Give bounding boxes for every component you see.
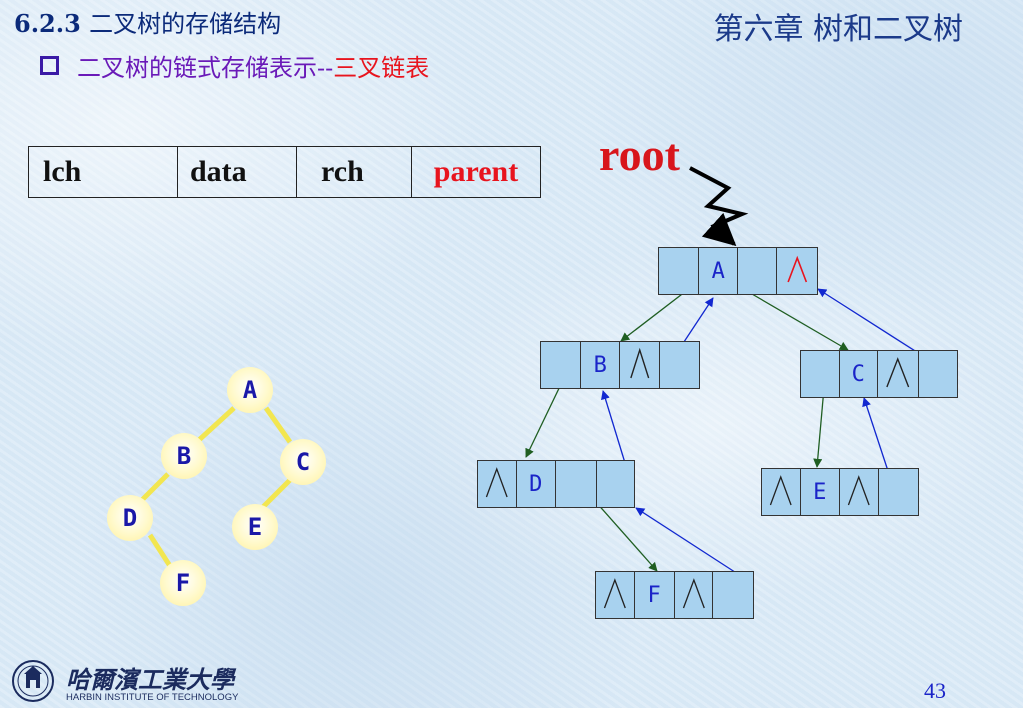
node-d-lch-null <box>478 461 517 507</box>
node-c-lch <box>801 351 840 397</box>
node-b-parent <box>660 342 699 388</box>
linked-node-b: B <box>540 341 700 389</box>
null-symbol-icon <box>847 475 870 506</box>
null-symbol-icon <box>603 578 626 609</box>
field-data: data <box>177 146 297 198</box>
null-symbol-icon <box>786 255 807 283</box>
tree-node-b: B <box>161 433 207 479</box>
tree-edge-d-f <box>147 533 173 568</box>
field-rch: rch <box>296 146 412 198</box>
null-symbol-icon <box>630 347 650 379</box>
field-parent: parent <box>411 146 541 198</box>
null-symbol-icon <box>485 467 508 498</box>
linked-node-d: D <box>477 460 635 508</box>
node-f-rch-null <box>675 572 714 618</box>
tree-node-f: F <box>160 560 206 606</box>
tree-edge-a-b <box>197 406 236 442</box>
root-label: root <box>599 129 680 180</box>
square-bullet-icon <box>40 56 59 75</box>
node-e-lch-null <box>762 469 801 515</box>
root-pointer-arrow <box>689 166 749 247</box>
chapter-title: 第六章 树和二叉树 <box>713 12 963 47</box>
node-c-parent <box>919 351 958 397</box>
e-parent-arrow <box>862 397 890 475</box>
node-b-rch-null <box>620 342 661 388</box>
node-f-parent <box>713 572 753 618</box>
node-e-rch-null <box>840 469 879 515</box>
b-lch-arrow <box>525 379 564 458</box>
linked-node-c: C <box>800 350 958 398</box>
tree-node-e: E <box>232 504 278 550</box>
a-lch-arrow <box>620 287 691 342</box>
node-f-data: F <box>635 572 675 618</box>
node-a-parent-null <box>777 248 817 294</box>
field-lch: lch <box>28 146 178 198</box>
linked-node-e: E <box>761 468 919 516</box>
section-title-text: 二叉树的存储结构 <box>89 10 282 38</box>
node-e-data: E <box>801 469 841 515</box>
tree-edge-b-d <box>138 472 170 504</box>
node-f-lch-null <box>596 572 635 618</box>
tree-node-c: C <box>280 439 326 485</box>
node-d-data: D <box>517 461 557 507</box>
tree-edge-a-c <box>263 406 293 444</box>
c-lch-arrow <box>813 387 825 468</box>
page-number: 43 <box>924 678 946 703</box>
node-c-data: C <box>840 351 879 397</box>
node-b-data: B <box>581 342 620 388</box>
null-symbol-icon <box>886 357 910 388</box>
node-e-parent <box>879 469 918 515</box>
node-d-rch <box>556 461 597 507</box>
university-emblem-icon <box>12 660 54 702</box>
university-name-en: HARBIN INSTITUTE OF TECHNOLOGY <box>66 692 239 703</box>
node-a-rch <box>738 248 777 294</box>
linked-node-f: F <box>595 571 754 619</box>
node-b-lch <box>541 342 582 388</box>
linked-node-a: A <box>658 247 818 295</box>
null-symbol-icon <box>682 578 705 609</box>
subtitle-main: 二叉树的链式存储表示-- <box>77 54 334 82</box>
node-c-rch-null <box>878 351 919 397</box>
null-symbol-icon <box>769 475 792 506</box>
f-parent-arrow <box>635 507 742 577</box>
tree-node-d: D <box>107 495 153 541</box>
table-row: lch data rch parent <box>28 146 541 198</box>
tree-edge-c-e <box>260 478 292 510</box>
section-title: 6.2.3 二叉树的存储结构 <box>14 4 281 39</box>
tree-node-a: A <box>227 367 273 413</box>
node-a-data: A <box>699 248 738 294</box>
section-number: 6.2.3 <box>14 9 81 38</box>
university-name: 哈爾濱工業大學 <box>66 665 234 694</box>
node-a-lch <box>659 248 700 294</box>
bullet-subtitle: 二叉树的链式存储表示-- 三叉链表 <box>40 48 429 83</box>
a-rch-arrow <box>751 293 849 351</box>
node-d-parent <box>597 461 635 507</box>
node-structure-table: lch data rch parent <box>28 146 541 198</box>
subtitle-highlight: 三叉链表 <box>333 54 430 82</box>
